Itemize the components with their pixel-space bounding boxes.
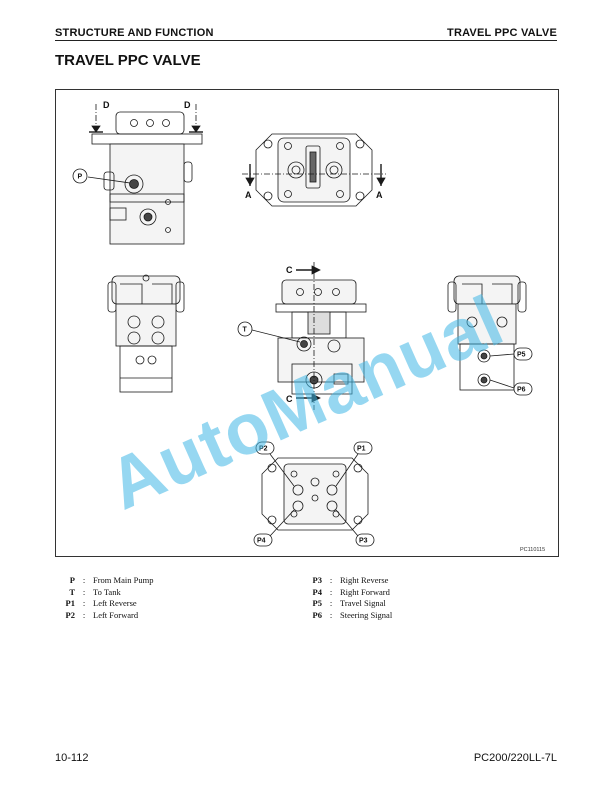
legend-item: P5:Travel Signal <box>302 598 392 610</box>
valve-drawing: D D P A A <box>72 100 545 553</box>
legend-code: T <box>69 586 75 597</box>
callout-bubble-p6 <box>513 382 533 396</box>
legend-desc: Steering Signal <box>340 609 393 620</box>
callout-bubble-t <box>237 321 253 337</box>
legend-desc: Right Forward <box>340 586 390 597</box>
legend-item: T:To Tank <box>55 587 153 599</box>
legend-item: P3:Right Reverse <box>302 575 392 587</box>
callout-p2: P2 <box>259 446 268 453</box>
legend-code: P2 <box>65 609 75 620</box>
section-mark-a-right: A <box>376 190 383 200</box>
header-section: STRUCTURE AND FUNCTION <box>55 27 214 39</box>
legend-item: P1:Left Reverse <box>55 598 153 610</box>
view-top-center: A A <box>242 133 386 207</box>
legend-desc: Left Reverse <box>93 598 137 608</box>
page-number: 10-112 <box>55 752 89 764</box>
callout-bubble-p5 <box>513 347 533 361</box>
legend-code: P <box>69 575 75 585</box>
header-rule <box>55 40 557 41</box>
valve-figure: D D P A A <box>55 89 559 557</box>
legend-desc: Left Forward <box>93 609 139 620</box>
view-front-mid-left <box>107 274 185 393</box>
section-mark-c-bottom: C <box>286 394 293 404</box>
view-side-mid-right: P5 P6 <box>447 275 533 396</box>
legend-code: P4 <box>312 586 322 597</box>
view-section-center: C C T <box>237 262 367 410</box>
callout-bubble-p2 <box>255 441 275 455</box>
section-mark-d-right: D <box>184 100 191 110</box>
legend-item: P6:Steering Signal <box>302 609 393 622</box>
callout-p4: P4 <box>257 538 266 545</box>
callout-bubble-p <box>72 168 88 184</box>
view-side-top-left: D D P <box>72 100 203 245</box>
callout-bubble-p1 <box>353 441 373 455</box>
legend-code: P1 <box>65 598 75 608</box>
legend-right: P3:Right Reverse P4:Right Forward P5:Tra… <box>302 575 393 622</box>
legend-desc: Travel Signal <box>340 598 386 608</box>
legend-desc: Right Reverse <box>340 575 389 585</box>
header-topic: TRAVEL PPC VALVE <box>447 27 557 39</box>
legend-item: P4:Right Forward <box>302 587 392 599</box>
legend-code: P3 <box>312 575 322 585</box>
section-mark-a-left: A <box>245 190 252 200</box>
callout-p5: P5 <box>517 352 526 359</box>
figure-id: PC110115 <box>520 547 545 553</box>
callout-p6: P6 <box>517 387 526 394</box>
legend-left: P:From Main Pump T:To Tank P1:Left Rever… <box>55 575 154 622</box>
callout-p1: P1 <box>357 446 366 453</box>
legend-item: P:From Main Pump <box>55 575 154 587</box>
section-mark-d-left: D <box>103 100 110 110</box>
section-mark-c-top: C <box>286 265 293 275</box>
callout-p: P <box>78 174 83 181</box>
callout-bubble-p4 <box>253 533 273 547</box>
legend-desc: To Tank <box>93 586 121 597</box>
callout-bubble-p3 <box>355 533 375 547</box>
legend-desc: From Main Pump <box>93 575 154 585</box>
model-number: PC200/220LL-7L <box>473 752 557 764</box>
view-bottom-center: P2 P1 P4 P3 <box>253 441 375 547</box>
page-title: TRAVEL PPC VALVE <box>55 52 201 69</box>
legend-code: P6 <box>312 609 322 620</box>
legend-item: P2:Left Forward <box>55 610 153 622</box>
callout-p3: P3 <box>359 538 368 545</box>
legend-code: P5 <box>312 598 322 608</box>
callout-t: T <box>243 327 248 334</box>
